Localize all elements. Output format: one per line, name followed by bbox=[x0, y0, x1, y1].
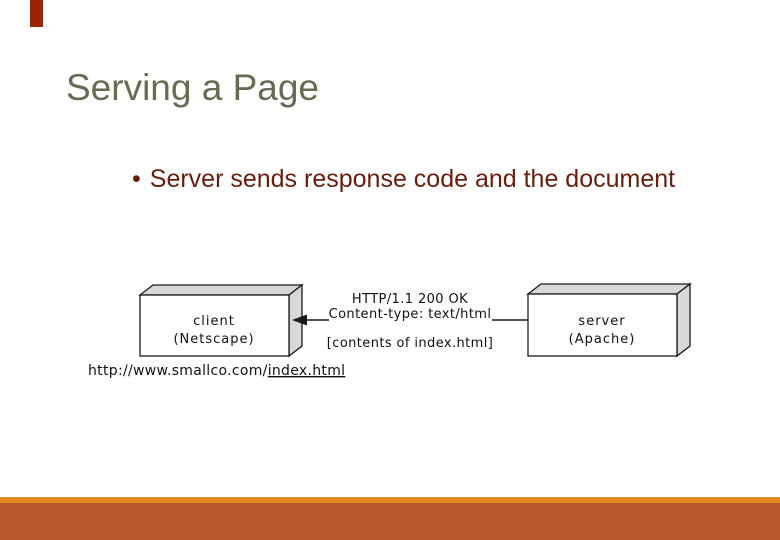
url-file-underlined: index.html bbox=[268, 363, 346, 379]
client-server-diagram: client (Netscape) server (Apache) HTTP/1… bbox=[88, 282, 692, 379]
url-prefix: http://www.smallco.com/ bbox=[88, 363, 268, 379]
response-body-label: [contents of index.html] bbox=[327, 336, 493, 351]
bullet-marker: • bbox=[132, 165, 141, 193]
arrowhead-left-icon bbox=[292, 314, 307, 326]
client-box: client (Netscape) bbox=[138, 283, 304, 358]
footer-band: 34 bbox=[0, 503, 780, 540]
bullet-item: • Server sends response code and the doc… bbox=[132, 164, 675, 195]
response-contenttype-label: Content-type: text/html bbox=[329, 307, 492, 322]
client-box-front-face bbox=[139, 294, 290, 357]
response-status-label: HTTP/1.1 200 OK bbox=[352, 292, 468, 307]
server-box-front-face bbox=[527, 293, 678, 357]
bullet-text: Server sends response code and the docum… bbox=[149, 165, 676, 193]
client-label-line1: client bbox=[193, 314, 235, 329]
footer-accent-strip bbox=[0, 497, 780, 503]
slide-title: Serving a Page bbox=[66, 67, 320, 108]
server-label-line2: (Apache) bbox=[569, 332, 636, 347]
server-box: server (Apache) bbox=[526, 282, 692, 358]
url-caption: http://www.smallco.com/index.html bbox=[88, 363, 345, 379]
corner-tab-decoration bbox=[30, 0, 43, 27]
response-arrow bbox=[292, 314, 528, 326]
server-label-line1: server bbox=[578, 314, 625, 329]
client-box-top-face bbox=[138, 284, 304, 296]
server-box-top-face bbox=[526, 283, 692, 295]
client-label-line2: (Netscape) bbox=[173, 332, 254, 347]
server-box-side-face bbox=[676, 282, 691, 358]
